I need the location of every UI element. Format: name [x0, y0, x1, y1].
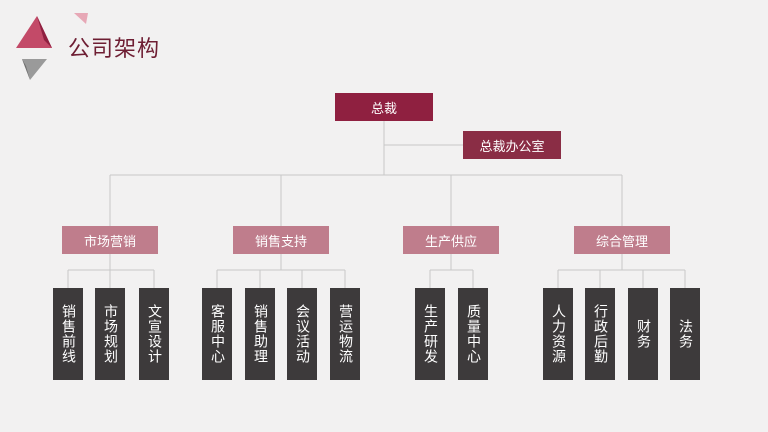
- unit-box: 客服中心: [202, 288, 232, 380]
- logo-triangles-icon: [16, 13, 88, 80]
- unit-label: 财务: [635, 319, 651, 349]
- ceo-box: 总裁: [335, 93, 433, 121]
- unit-label: 会议活动: [294, 304, 310, 364]
- dept-box-production: 生产供应: [403, 226, 499, 254]
- unit-label: 营运物流: [337, 304, 353, 364]
- dept-box-sales-support: 销售支持: [233, 226, 329, 254]
- unit-box: 会议活动: [287, 288, 317, 380]
- unit-label: 市场规划: [102, 304, 118, 364]
- unit-box: 营运物流: [330, 288, 360, 380]
- dept-box-admin: 综合管理: [574, 226, 670, 254]
- unit-label: 质量中心: [465, 304, 481, 364]
- unit-box: 生产研发: [415, 288, 445, 380]
- unit-box: 销售前线: [53, 288, 83, 380]
- unit-label: 法务: [677, 319, 693, 349]
- unit-label: 销售助理: [252, 304, 268, 364]
- dept-box-marketing: 市场营销: [62, 226, 158, 254]
- unit-box: 市场规划: [95, 288, 125, 380]
- ceo-label: 总裁: [370, 101, 397, 117]
- unit-label: 人力资源: [550, 304, 566, 364]
- unit-box: 质量中心: [458, 288, 488, 380]
- dept-label: 生产供应: [424, 234, 477, 250]
- ceo-office-label: 总裁办公室: [479, 139, 545, 155]
- unit-label: 生产研发: [422, 304, 438, 364]
- unit-box: 人力资源: [543, 288, 573, 380]
- unit-label: 行政后勤: [592, 304, 608, 364]
- dept-label: 市场营销: [83, 234, 136, 250]
- dept-label: 销售支持: [254, 234, 307, 250]
- unit-box: 行政后勤: [585, 288, 615, 380]
- unit-label: 客服中心: [209, 304, 225, 364]
- page-title: 公司架构: [68, 37, 161, 62]
- dept-label: 综合管理: [595, 234, 648, 250]
- unit-box: 文宣设计: [139, 288, 169, 380]
- unit-box: 财务: [628, 288, 658, 380]
- ceo-office-box: 总裁办公室: [463, 131, 561, 159]
- unit-label: 销售前线: [60, 304, 76, 364]
- unit-box: 法务: [670, 288, 700, 380]
- unit-box: 销售助理: [245, 288, 275, 380]
- unit-label: 文宣设计: [146, 304, 162, 364]
